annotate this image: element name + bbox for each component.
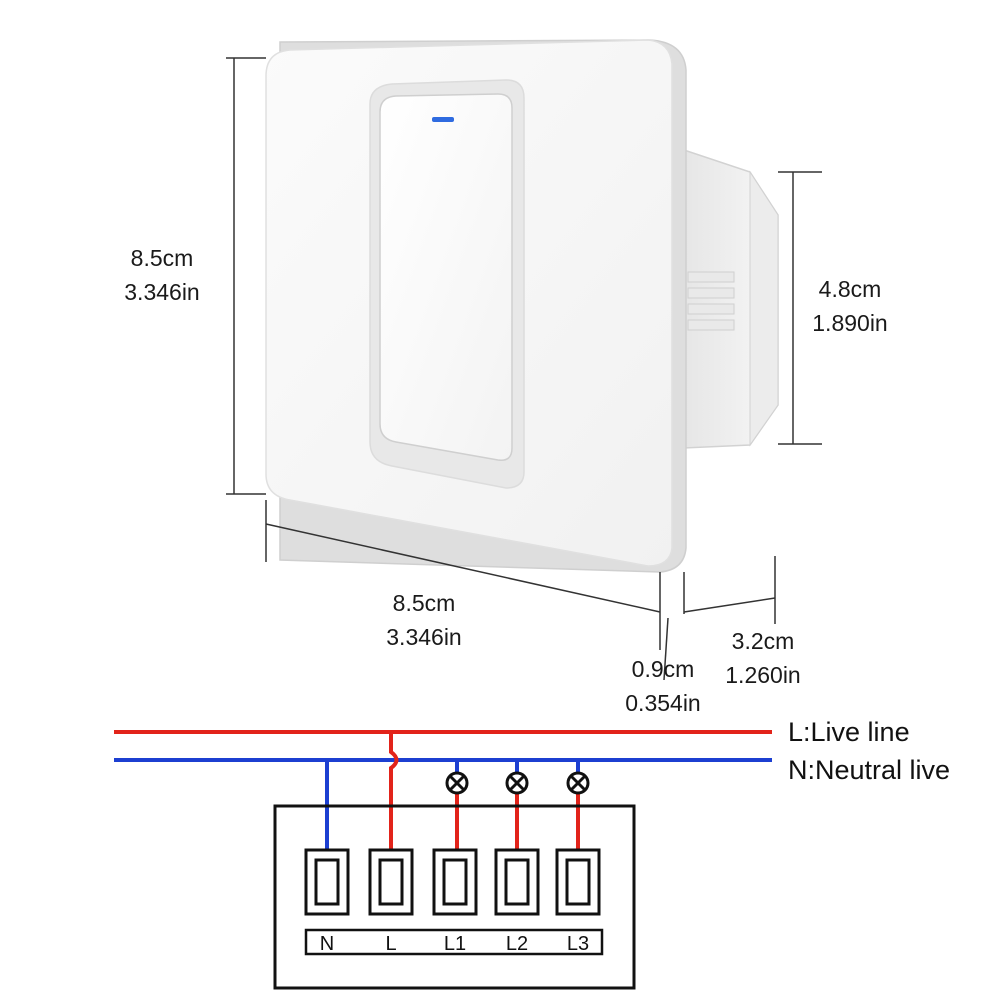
panel-height-imperial: 3.346in	[124, 279, 199, 305]
panel-thickness-metric: 0.9cm	[632, 656, 695, 682]
load-l3	[566, 760, 590, 850]
lamp-icon	[566, 771, 590, 795]
switch-illustration	[265, 39, 779, 573]
back-box-height-imperial: 1.890in	[812, 310, 887, 336]
panel-height-metric: 8.5cm	[131, 245, 194, 271]
lamp-icon	[445, 771, 469, 795]
dimension-labels: 8.5cm 3.346in 4.8cm 1.890in 8.5cm 3.346i…	[124, 245, 887, 716]
total-depth-metric: 3.2cm	[732, 628, 795, 654]
panel-thickness-imperial: 0.354in	[625, 690, 700, 716]
panel-width-metric: 8.5cm	[393, 590, 456, 616]
load-l1	[445, 760, 469, 850]
terminal-n	[304, 848, 350, 916]
switch-module-box	[273, 804, 636, 990]
terminal-label-l2: L2	[506, 933, 528, 955]
wiring-diagram: L:Live line N:Neutral live	[114, 717, 950, 990]
terminal-l2	[494, 848, 540, 916]
terminal-label-l: L	[385, 933, 396, 955]
terminal-l3	[555, 848, 601, 916]
dimension-lines	[226, 57, 822, 681]
terminal-label-l1: L1	[444, 933, 466, 955]
terminal-l1	[432, 848, 478, 916]
back-box-height-metric: 4.8cm	[819, 276, 882, 302]
back-box	[683, 148, 779, 449]
load-l2	[505, 760, 529, 850]
indicator-led-icon	[432, 117, 454, 122]
terminal-l	[368, 848, 414, 916]
terminal-label-n: N	[320, 933, 334, 955]
neutral-line-label: N:Neutral live	[788, 755, 950, 785]
terminal-block	[304, 848, 601, 916]
terminal-label-l3: L3	[567, 933, 589, 955]
terminal-label-strip	[304, 928, 604, 956]
lamp-icon	[505, 771, 529, 795]
live-drop-wire	[389, 732, 399, 850]
panel-width-imperial: 3.346in	[386, 624, 461, 650]
live-line-label: L:Live line	[788, 717, 910, 747]
push-button	[379, 93, 513, 461]
total-depth-imperial: 1.260in	[725, 662, 800, 688]
